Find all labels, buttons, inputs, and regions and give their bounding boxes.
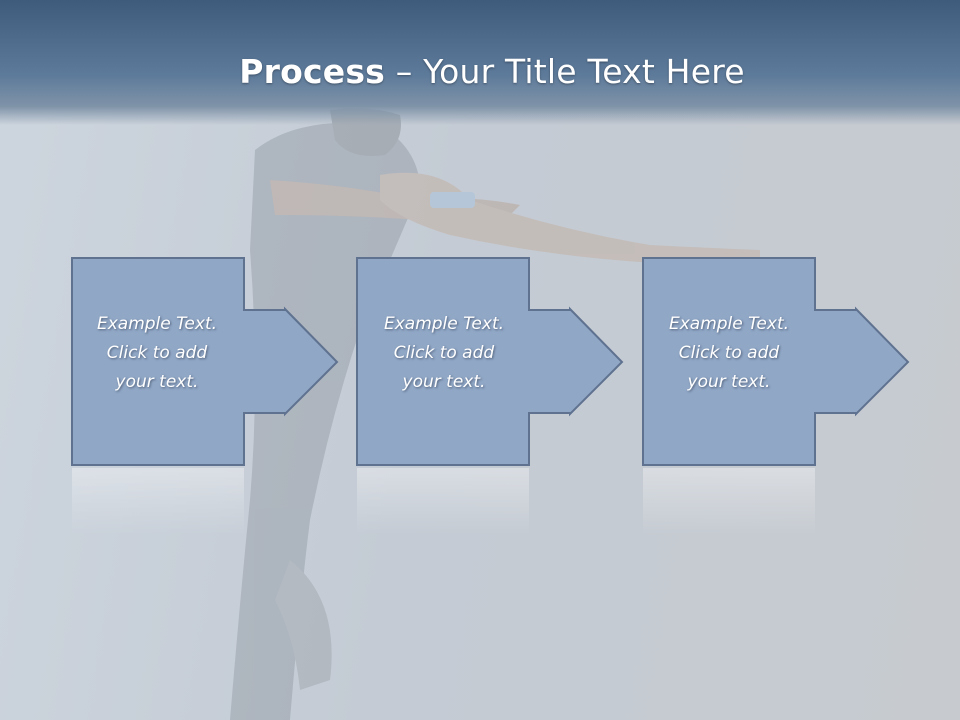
- slide-title[interactable]: Process – Your Title Text Here: [0, 52, 960, 91]
- step-1-shape: [71, 257, 339, 466]
- slide-title-bold: Process: [239, 52, 386, 91]
- step-1-text[interactable]: Example Text. Click to add your text.: [96, 314, 218, 392]
- step-3-shape: [642, 257, 910, 466]
- step-1-reflection: [72, 468, 244, 535]
- step-2-text[interactable]: Example Text. Click to add your text.: [383, 314, 505, 392]
- step-2-reflection: [357, 468, 529, 535]
- step-3-reflection: [643, 468, 815, 535]
- step-3-text[interactable]: Example Text. Click to add your text.: [668, 314, 790, 392]
- step-2-shape: [356, 257, 624, 466]
- process-step-1[interactable]: [0, 0, 339, 535]
- slide-title-rest: – Your Title Text Here: [385, 52, 745, 91]
- process-step-2[interactable]: [356, 257, 624, 535]
- process-step-3[interactable]: [642, 257, 910, 535]
- title-banner: [0, 0, 960, 125]
